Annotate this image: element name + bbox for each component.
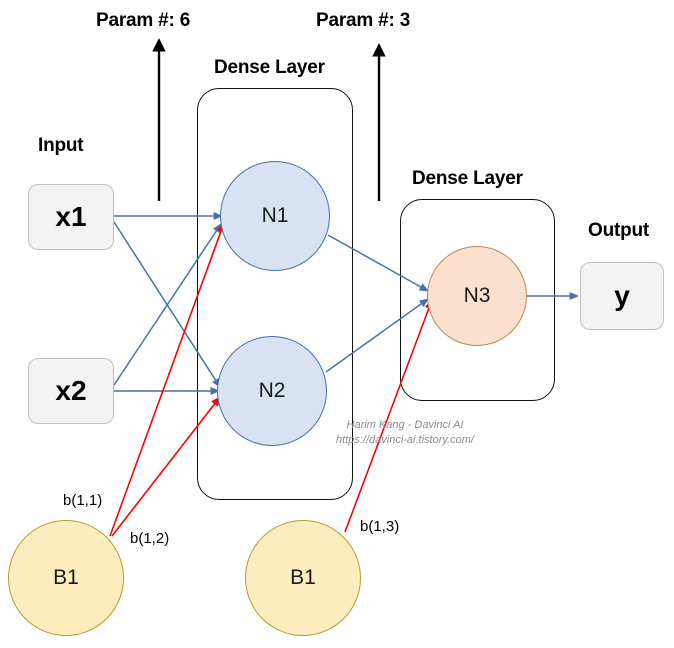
bias-edge-label-b11: b(1,1) (63, 492, 103, 509)
neuron-n2-label: N2 (258, 379, 286, 402)
neuron-n1[interactable]: N1 (220, 161, 330, 271)
bias-node-b1-right-label: B1 (290, 566, 316, 589)
param-count-label-2: Param #: 3 (316, 10, 411, 31)
bias-node-b1-right[interactable]: B1 (245, 520, 361, 636)
input-node-x1-label: x1 (55, 201, 87, 232)
dense-layer-label-1: Dense Layer (214, 57, 325, 78)
weight-edges (113, 211, 579, 396)
output-node-y-label: y (614, 280, 630, 311)
input-node-x2-label: x2 (55, 375, 87, 406)
watermark: Harim Kang - Davinci AI https://davinci-… (330, 418, 480, 448)
bias-node-b1-left[interactable]: B1 (8, 520, 124, 636)
bias-edges (109, 222, 433, 537)
bias-edge-label-b12: b(1,2) (130, 530, 170, 547)
output-label: Output (588, 220, 650, 241)
bias-node-b1-left-label: B1 (53, 566, 79, 589)
edge-b1-n3 (344, 299, 433, 533)
param-count-label-1: Param #: 6 (96, 10, 191, 31)
neuron-n3-label: N3 (463, 284, 491, 307)
watermark-line-1: Harim Kang - Davinci AI (346, 419, 464, 431)
dense-layer-label-2: Dense Layer (412, 168, 523, 189)
input-node-x2[interactable]: x2 (28, 358, 114, 424)
input-label: Input (38, 135, 84, 156)
edge-n1-n3 (327, 234, 429, 292)
edge-x2-n1 (113, 223, 222, 386)
dense-layer-box-2 (400, 199, 555, 401)
bias-edge-label-b13: b(1,3) (360, 518, 400, 535)
input-node-x1[interactable]: x1 (28, 184, 114, 250)
output-node-y[interactable]: y (580, 262, 664, 330)
param-arrows (152, 38, 386, 201)
edge-b1-n2 (111, 396, 221, 537)
watermark-line-2: https://davinci-ai.tistory.com/ (336, 434, 474, 446)
neuron-n2[interactable]: N2 (217, 336, 327, 446)
edge-n2-n3 (325, 298, 429, 373)
neuron-n1-label: N1 (261, 204, 289, 227)
neuron-n3[interactable]: N3 (427, 246, 527, 346)
edge-b1-n1 (109, 222, 225, 537)
